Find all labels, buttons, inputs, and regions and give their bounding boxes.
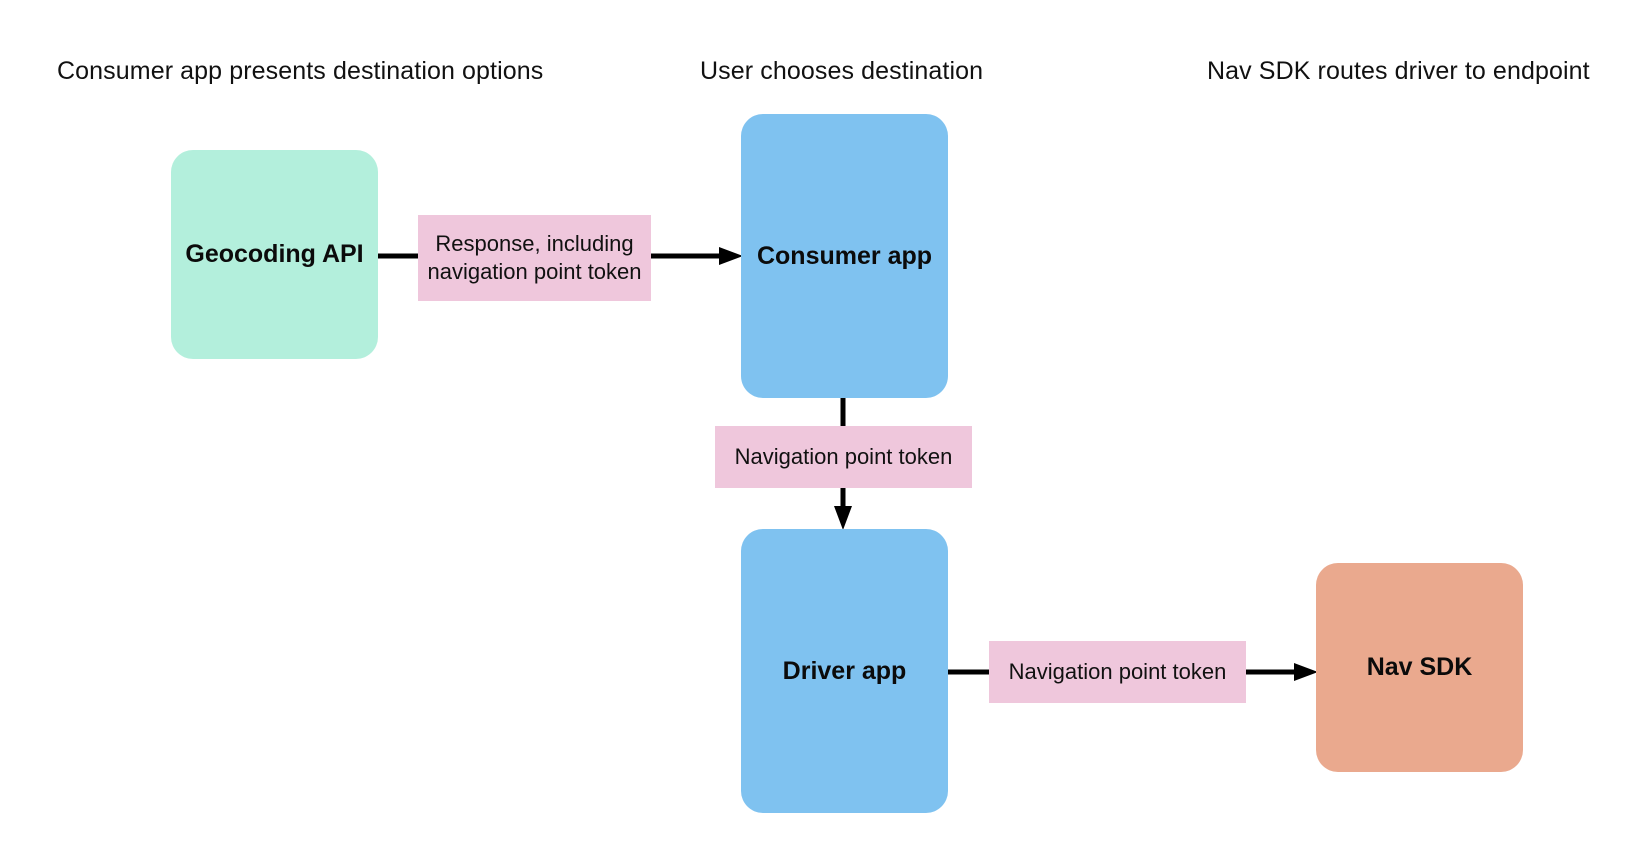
node-consumer-app[interactable]: Consumer app	[741, 114, 948, 398]
column-header-left: Consumer app presents destination option…	[57, 57, 544, 85]
node-driver-app[interactable]: Driver app	[741, 529, 948, 813]
edge-label-nav-token-driver-navsdk-text: Navigation point token	[1008, 658, 1227, 684]
edge-label-nav-token-consumer-driver-text: Navigation point token	[734, 443, 953, 469]
node-nav-sdk-label: Nav SDK	[1366, 653, 1473, 681]
edge-label-nav-token-consumer-driver: Navigation point token	[715, 426, 972, 488]
node-geocoding-api[interactable]: Geocoding API	[171, 150, 378, 359]
edge-label-nav-token-driver-navsdk: Navigation point token	[989, 641, 1246, 703]
node-geocoding-api-label: Geocoding API	[185, 240, 364, 268]
edge-label-response-token: Response, including navigation point tok…	[418, 215, 651, 301]
node-nav-sdk[interactable]: Nav SDK	[1316, 563, 1523, 772]
column-header-center: User chooses destination	[700, 57, 984, 85]
node-consumer-app-label: Consumer app	[756, 241, 933, 270]
edge-label-response-token-text: Response, including navigation point tok…	[427, 230, 642, 284]
column-header-right: Nav SDK routes driver to endpoint	[1207, 57, 1590, 85]
node-driver-app-label: Driver app	[782, 656, 907, 685]
